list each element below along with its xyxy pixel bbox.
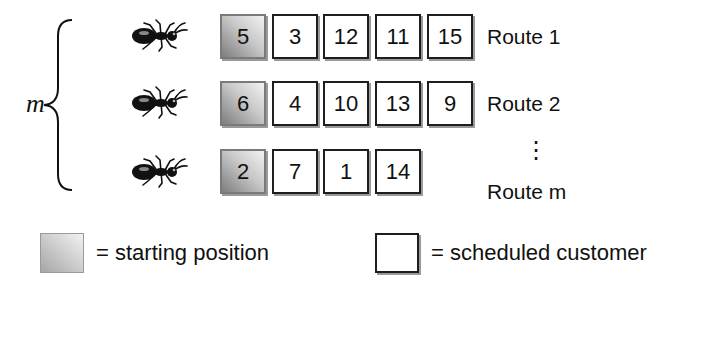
ant-icon xyxy=(132,87,187,118)
customer-box: 9 xyxy=(427,81,473,126)
customer-box: 1 xyxy=(323,149,369,194)
ellipsis-mark: ⋮ xyxy=(524,137,548,163)
customer-number: 15 xyxy=(438,26,462,48)
customer-number: 3 xyxy=(289,26,301,48)
count-label: m xyxy=(26,90,45,119)
customer-number: 2 xyxy=(237,161,249,183)
customer-number: 13 xyxy=(386,93,410,115)
route-label: Route 1 xyxy=(487,25,561,48)
customer-box: 10 xyxy=(323,81,369,126)
customer-number: 11 xyxy=(387,26,410,48)
legend-swatch xyxy=(375,233,419,273)
legend-text: = starting position xyxy=(96,240,269,266)
customer-number: 10 xyxy=(334,93,358,115)
legend-text: = scheduled customer xyxy=(431,240,647,266)
customer-number: 14 xyxy=(386,161,410,183)
customer-box: 4 xyxy=(272,81,318,126)
ant-icon xyxy=(132,20,187,51)
customer-box: 11 xyxy=(375,14,421,59)
customer-number: 7 xyxy=(289,161,301,183)
ant-icon xyxy=(132,156,187,187)
customer-box: 13 xyxy=(375,81,421,126)
route-label: Route 2 xyxy=(487,92,561,115)
customer-box: 7 xyxy=(272,149,318,194)
customer-box: 3 xyxy=(272,14,318,59)
legend-swatch xyxy=(40,233,84,273)
legend-item: = scheduled customer xyxy=(375,233,647,273)
customer-box: 15 xyxy=(427,14,473,59)
customer-number: 5 xyxy=(237,26,249,48)
customer-box: 12 xyxy=(323,14,369,59)
customer-number: 1 xyxy=(340,161,352,183)
customer-number: 12 xyxy=(334,26,358,48)
start-box: 6 xyxy=(220,81,266,126)
start-box: 2 xyxy=(220,149,266,194)
customer-number: 9 xyxy=(444,93,456,115)
route-label: Route m xyxy=(487,180,566,203)
start-box: 5 xyxy=(220,14,266,59)
legend-item: = starting position xyxy=(40,233,269,273)
customer-number: 6 xyxy=(237,93,249,115)
bracket xyxy=(44,20,72,190)
customer-number: 4 xyxy=(289,93,301,115)
customer-box: 14 xyxy=(375,149,421,194)
